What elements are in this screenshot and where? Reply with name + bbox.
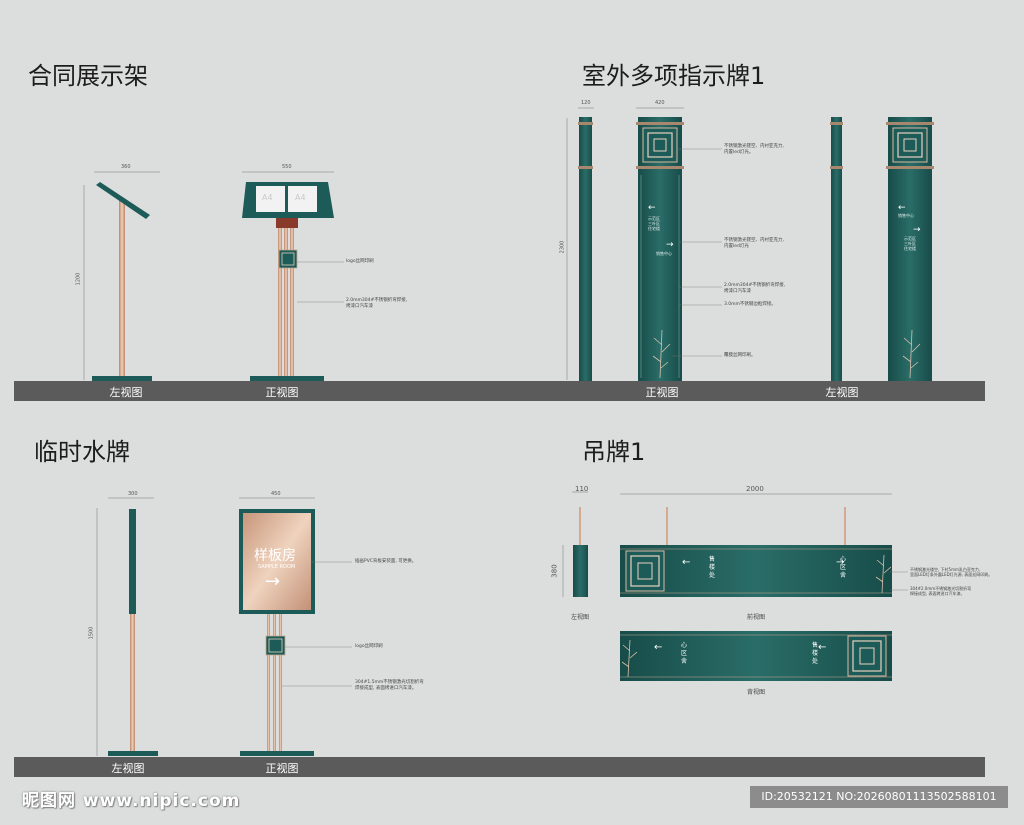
dim-water-height: 1500 xyxy=(88,626,95,640)
water-panel-title: 样板房 xyxy=(254,548,296,564)
svg-text:→: → xyxy=(666,240,674,250)
dim-contract-side-width: 360 xyxy=(121,164,131,170)
note-water-pipe: 304#1.5mm不锈钢激光切割折弯 焊接成型, 表面烤进口汽车漆。 xyxy=(355,680,424,691)
note-contract-logo: logo丝网印刷 xyxy=(346,259,374,264)
note-outdoor-4: 3.0mm不锈钢边框焊接。 xyxy=(724,302,776,307)
note-outdoor-1: 不锈钢激光镂空、内衬亚克力, 内置led灯光。 xyxy=(724,144,784,155)
dim-hanging-height: 380 xyxy=(550,564,559,578)
svg-text:←: ← xyxy=(818,642,826,653)
dim-contract-height: 1200 xyxy=(75,272,82,286)
note-hanging-1: 不锈钢激光镂空, 下衬5mm乳白亚克力, 里面LED灯条外露LED灯光源, 表面… xyxy=(910,567,993,577)
note-hanging-2: 304#2.0mm不锈钢激光切割折弯 焊接成型, 表面烤进口汽车漆。 xyxy=(910,586,972,596)
outdoor-sign-side-view-1 xyxy=(566,107,594,381)
dim-hanging-side-width: 110 xyxy=(575,485,589,493)
view-label-contract-side: 左视图 xyxy=(109,386,143,399)
view-label-water-front: 正视图 xyxy=(265,762,299,775)
hanging-sign-front-view: ← → xyxy=(620,493,908,597)
view-label-water-side: 左视图 xyxy=(111,762,145,775)
note-contract-pipe: 2.0mm304#不锈钢折弯焊接, 烤漆口汽车漆 xyxy=(346,298,408,309)
view-label-hanging-front: 前视图 xyxy=(746,614,766,621)
watermark-site-logo: 昵图网 www.nipic.com xyxy=(22,791,241,811)
outdoor-leader-lines xyxy=(672,148,722,357)
title-contract-stand: 合同展示架 xyxy=(28,62,148,90)
note-water-logo: logo丝网印刷 xyxy=(355,644,383,649)
dim-contract-front-width: 550 xyxy=(282,164,292,170)
contract-stand-side-view xyxy=(83,171,160,381)
svg-text:→: → xyxy=(913,225,921,235)
water-panel-arrow: → xyxy=(265,571,281,592)
title-temp-water-sign: 临时水牌 xyxy=(34,438,130,466)
contract-panel-label-right: A4 xyxy=(295,193,306,202)
note-water-panel: 插画PVC背板安装面, 可更换。 xyxy=(355,559,417,564)
view-label-hanging-side: 左视图 xyxy=(570,614,590,621)
image-id-badge: ID:20532121 NO:20260801113502588101 xyxy=(750,786,1008,808)
note-outdoor-3: 2.0mm304#不锈钢折弯焊接, 烤漆口汽车漆 xyxy=(724,283,786,294)
svg-text:←: ← xyxy=(654,642,662,653)
note-outdoor-2: 不锈钢激光镂空、内衬亚克力, 内置led灯光 xyxy=(724,238,784,249)
title-hanging-sign: 吊牌1 xyxy=(582,438,646,466)
outdoor-sign-rear-view: ← → xyxy=(886,117,934,381)
hanging-front-text-1: 售 楼 处 xyxy=(709,556,716,579)
view-label-hanging-back: 背视图 xyxy=(746,689,766,696)
dim-water-side-width: 300 xyxy=(128,491,138,497)
dim-water-front-width: 450 xyxy=(271,491,281,497)
svg-text:←: ← xyxy=(898,203,906,213)
view-label-contract-front: 正视图 xyxy=(265,386,299,399)
dim-outdoor-height: 2300 xyxy=(559,240,566,254)
title-outdoor-sign: 室外多项指示牌1 xyxy=(582,62,766,90)
water-sign-side-view xyxy=(96,497,158,756)
svg-text:←: ← xyxy=(648,203,656,213)
hanging-back-text-1: 心 区 舍 xyxy=(681,642,688,665)
water-sign-front-view xyxy=(239,497,352,756)
dim-outdoor-side-width: 120 xyxy=(581,100,591,106)
outdoor-front-sign-text-2: 销售中心 xyxy=(656,251,672,256)
outdoor-rear-sign-text-1: 示范区 三叶区 住宅楼 xyxy=(904,236,916,251)
hanging-sign-back-view: ← ← xyxy=(620,631,892,681)
outdoor-sign-front-view: ← → xyxy=(636,107,684,381)
dim-hanging-front-width: 2000 xyxy=(746,485,764,493)
contract-panel-label-left: A4 xyxy=(262,193,273,202)
hanging-front-text-2: 心 区 舍 xyxy=(840,556,847,579)
note-outdoor-5: 覆膜丝网印刷。 xyxy=(724,353,756,358)
svg-text:→: → xyxy=(836,557,844,568)
hanging-back-text-2: 售 楼 处 xyxy=(812,642,819,665)
hanging-sign-side-view xyxy=(562,491,588,597)
contract-stand-front-view xyxy=(242,171,344,381)
svg-text:←: ← xyxy=(682,557,690,568)
view-label-outdoor-front: 正视图 xyxy=(645,386,679,399)
outdoor-rear-sign-text-2: 销售中心 xyxy=(898,213,914,218)
outdoor-sign-side-view-2 xyxy=(830,117,843,381)
ground-bar-bottom xyxy=(14,757,985,777)
water-panel-subtitle: SAMPLE ROOM xyxy=(258,564,296,570)
view-label-outdoor-side: 左视图 xyxy=(825,386,859,399)
outdoor-front-sign-text-1: 示范区 三叶区 住宅楼 xyxy=(648,216,660,231)
ground-bar-top xyxy=(14,381,985,401)
dim-outdoor-front-width: 420 xyxy=(655,100,665,106)
